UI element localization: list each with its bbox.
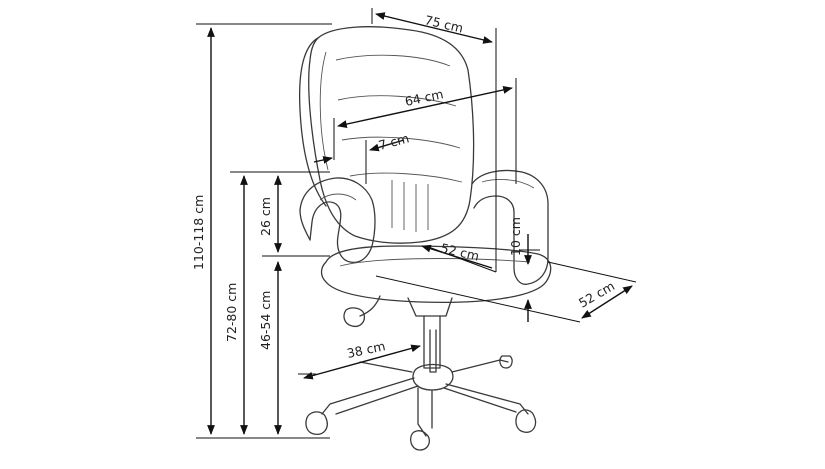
seat-width-line <box>421 244 493 269</box>
label-armrest-width: 7 cm <box>377 130 411 153</box>
seat-depth-line <box>581 285 633 319</box>
label-armrest-above-seat: 10 cm <box>508 217 523 256</box>
label-height-total: 110-118 cm <box>191 195 206 270</box>
label-seat-height: 46-54 cm <box>258 291 273 350</box>
base-radius-line <box>303 344 421 380</box>
label-backrest-above-seat: 26 cm <box>258 197 273 236</box>
office-chair-drawing <box>298 26 552 451</box>
armrest-width-line-left <box>313 156 333 164</box>
depth-total-line <box>375 12 493 44</box>
armrest-width-line-right <box>369 139 405 152</box>
label-depth-total: 75 cm <box>423 12 464 35</box>
label-seat-width: 52 cm <box>439 240 480 263</box>
label-armrest-height: 72-80 cm <box>224 283 239 342</box>
label-seat-depth: 52 cm <box>576 278 617 310</box>
label-width-total: 64 cm <box>404 86 445 109</box>
width-total-line <box>337 86 513 128</box>
dimension-lines <box>196 8 637 439</box>
